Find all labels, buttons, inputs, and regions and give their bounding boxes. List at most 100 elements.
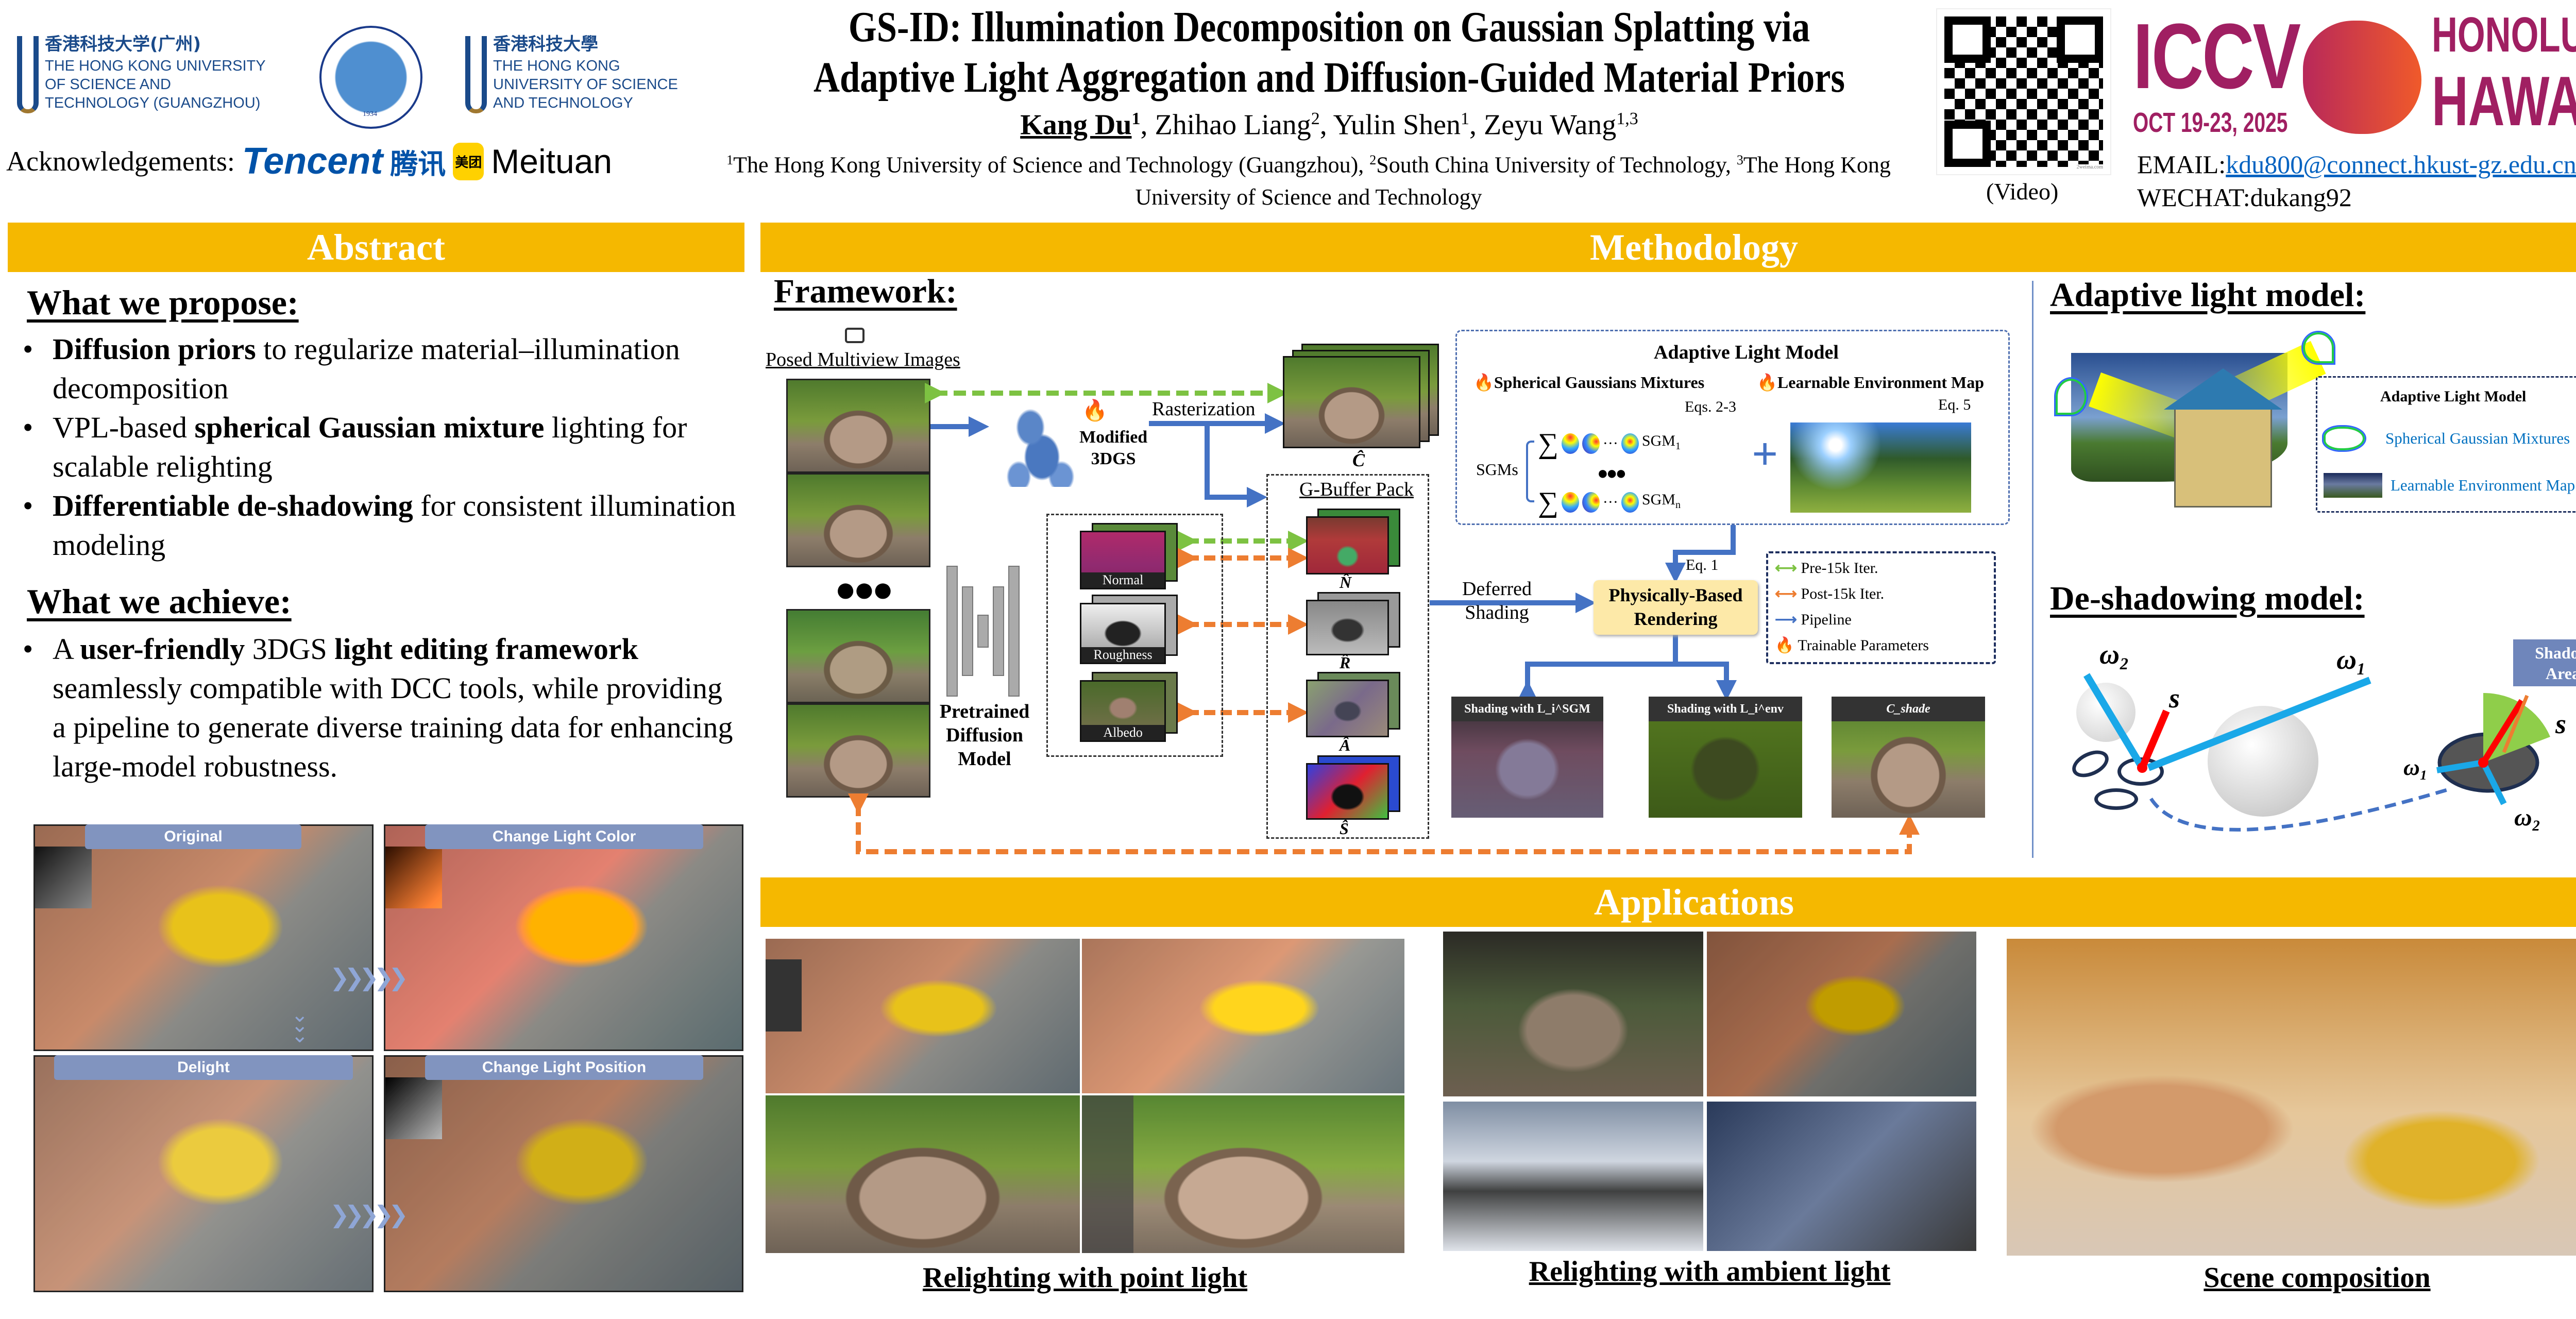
omega1-vector: [2436, 759, 2484, 773]
s-vector: [2139, 709, 2170, 769]
what-we-propose-heading: What we propose:: [27, 283, 299, 322]
posed-images-label: Posed Multiview Images: [766, 349, 960, 370]
tag-original: Original: [85, 824, 301, 849]
what-we-achieve-heading: What we achieve:: [27, 582, 292, 621]
sgm-title: 🔥Spherical Gaussians Mixtures: [1473, 372, 1704, 393]
legend-label: Pre-15k Iter.: [1801, 560, 1878, 577]
app-image: [766, 939, 1080, 1093]
tag-change-light-color: Change Light Color: [425, 824, 703, 849]
change-color-image: [384, 824, 743, 1051]
unet-layer: [993, 586, 1004, 676]
hkust-emblem-icon: [465, 36, 487, 113]
affiliation-3: The Hong Kong University of Science and …: [1135, 152, 1891, 210]
diffusion-normal: Normal: [1080, 523, 1178, 589]
caption-ambient-light: Relighting with ambient light: [1529, 1256, 1891, 1288]
stack-layer: Roughness: [1080, 603, 1166, 664]
column-divider: [2032, 281, 2033, 858]
shading-sgm-image: Shading with L_i^SGM: [1451, 697, 1603, 818]
surface-point: [2478, 757, 2488, 768]
sgm-text: SGM: [1641, 432, 1675, 449]
author-sup: 1: [1131, 109, 1141, 128]
logo-en-text: THE HONG KONG UNIVERSITY OF SCIENCE AND …: [493, 58, 678, 111]
email-link[interactable]: kdu800@connect.hkust-gz.edu.cn: [2226, 150, 2576, 179]
app-image: [1082, 1095, 1404, 1253]
ellipsis-icon: ●●●: [1597, 463, 1626, 483]
highlight-box: [766, 959, 802, 1031]
legend-label: Post-15k Iter.: [1801, 585, 1885, 602]
text: seamlessly compatible with DCC tools, wh…: [53, 671, 733, 783]
affiliation-1: The Hong Kong University of Science and …: [733, 152, 1370, 178]
logo-cn-text: 香港科技大学(广州): [45, 34, 201, 55]
propose-list: Diffusion priors to regularize material–…: [21, 330, 742, 565]
unet-layer: [962, 586, 973, 676]
caption-point-light: Relighting with point light: [922, 1262, 1248, 1294]
sg-lobe-icon: [1582, 492, 1600, 513]
pipeline-arrow: [1665, 525, 1736, 583]
green-double-arrow-icon: ⟷: [1775, 560, 1801, 577]
pbr-box: Physically-Based Rendering: [1594, 580, 1758, 635]
unet-layer: [977, 615, 989, 648]
list-item: Differentiable de-shadowing for consiste…: [21, 486, 742, 565]
shadow-direction: [2502, 695, 2529, 753]
scut-seal: 1934: [319, 26, 422, 129]
surface-point: [2137, 763, 2147, 773]
tag-delight: Delight: [54, 1055, 353, 1080]
envmap-thumbnail: [2324, 473, 2382, 498]
stack-layer: [1306, 599, 1389, 655]
sg-lobe-icon: [2322, 425, 2366, 452]
methodology-section-header: Methodology: [760, 223, 2576, 272]
legend-label: Trainable Parameters: [1798, 637, 1929, 654]
tag-change-light-position: Change Light Position: [425, 1055, 703, 1080]
iccv-name: ICCV: [2133, 5, 2301, 108]
rasterization-label: Rasterization: [1152, 398, 1256, 420]
abstract-figure: Original Change Light Color Delight Chan…: [33, 824, 743, 1292]
legend-item-envmap: Learnable Environment Map: [2324, 473, 2575, 498]
app-image: [1443, 1102, 1703, 1251]
app-image: [1443, 932, 1703, 1096]
roughness-map-stack: [1306, 592, 1400, 655]
shading-env-image: Shading with L_i^env: [1649, 697, 1802, 818]
legend-label: Learnable Environment Map: [2391, 476, 2575, 494]
omega2-vector: [2480, 761, 2507, 805]
qr-finder: [2057, 16, 2103, 63]
environment-map-image: [1790, 422, 1971, 513]
chevron-right-icon: ❯❯❯❯❯: [330, 1202, 409, 1228]
modified-label: Modified: [1079, 428, 1148, 447]
unet-layer: [1008, 566, 1020, 697]
meituan-icon: 美团: [453, 142, 484, 180]
qr-caption: (Video): [1986, 178, 2059, 205]
output-title: C_shade: [1832, 697, 1985, 721]
output-title: Shading with L_i^env: [1649, 697, 1802, 721]
deshadow-vectors: [2083, 673, 2550, 832]
video-qr-code[interactable]: 2weima.com: [1936, 8, 2111, 175]
text: A: [53, 632, 80, 666]
qr-finder: [1944, 121, 1991, 167]
hibiscus-icon: [2303, 21, 2421, 134]
feedback-arrow: [848, 793, 1920, 854]
ambient-light-panel: [1443, 932, 1976, 1251]
sgms-label: SGMs: [1476, 460, 1518, 479]
blue-arrow-icon: ⟶: [1775, 611, 1801, 628]
light-inset: [35, 847, 92, 908]
text: VPL-based: [53, 411, 195, 444]
sgm-text: SGM: [1641, 491, 1675, 508]
iccv-dates: OCT 19-23, 2025: [2133, 107, 2288, 138]
tencent-logo: Tencent: [242, 141, 383, 182]
app-image: [766, 1095, 1080, 1253]
rendered-c-hat-stack: [1283, 344, 1439, 448]
modified-3dgs-label: Modified 3DGS: [1079, 427, 1147, 470]
bold-text: light editing framework: [334, 632, 638, 666]
app-image: [1707, 932, 1976, 1096]
eq1-label: Eq. 1: [1686, 556, 1719, 573]
s-vector: [2480, 699, 2525, 765]
deshadowing-diagram: ω₂ ω₁ s s ω₁ ω₂ Shadow Area: [2040, 639, 2576, 855]
author-zeyu-wang: , Zeyu Wang: [1469, 109, 1617, 141]
alm-title: Adaptive Light Model: [1654, 342, 1839, 363]
flame-icon: 🔥: [1082, 399, 1108, 422]
normal-label: Normal: [1081, 572, 1165, 588]
shadow-area-label: Shadow Area: [2513, 639, 2576, 686]
app-image: [1707, 1102, 1976, 1251]
aff-sup: 3: [1736, 153, 1743, 167]
plus-icon: +: [1752, 429, 1778, 480]
